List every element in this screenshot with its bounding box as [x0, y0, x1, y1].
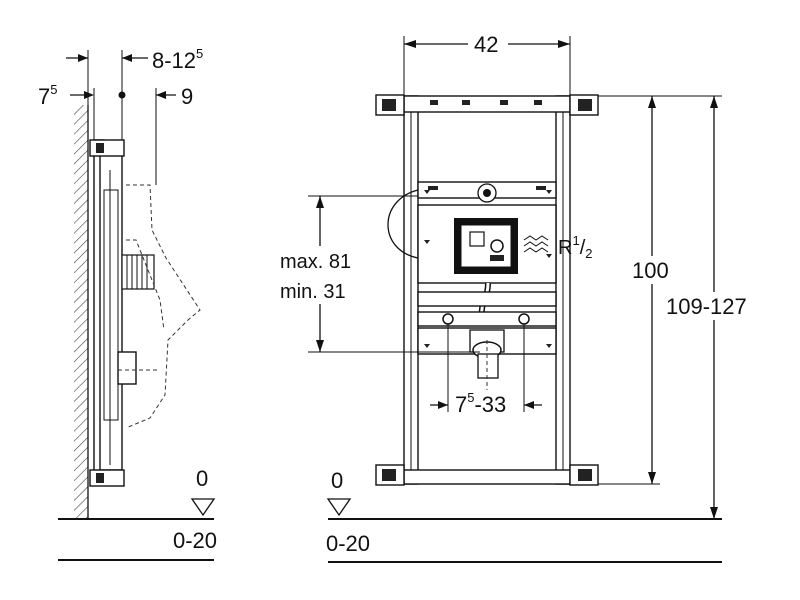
- front-floor-zero: 0: [331, 468, 343, 493]
- arrowhead: [524, 401, 534, 409]
- arrowhead: [438, 401, 448, 409]
- arrowhead: [122, 54, 132, 62]
- dim-depth-range: 8-125: [152, 46, 203, 73]
- top-right-bracket-inner: [578, 99, 592, 111]
- flush-valve-stem: [490, 255, 504, 261]
- side-floor-zero: 0: [196, 466, 208, 491]
- dim-min-label: min. 31: [280, 281, 346, 303]
- arrowhead: [648, 96, 656, 108]
- side-center-point: [118, 91, 126, 99]
- frame-markers: [424, 190, 552, 348]
- side-bottom-bracket: [89, 469, 125, 487]
- arrowhead: [710, 96, 718, 108]
- dim-drain-label-bg: [453, 390, 519, 416]
- front-view: 42 100 109-127 max. 81 min. 31 R1/2: [280, 32, 774, 563]
- dim-connection: R1/2: [558, 233, 592, 261]
- arrowhead: [710, 507, 718, 519]
- drain-bracket: [417, 311, 557, 327]
- arrowhead: [648, 472, 656, 484]
- flush-valve-part: [469, 231, 485, 247]
- top-crossbar: [403, 95, 571, 113]
- dim-front: 9: [181, 84, 193, 109]
- bottom-left-bracket-inner: [382, 469, 396, 481]
- side-top-bracket: [89, 139, 125, 157]
- front-floor-range: 0-20: [326, 531, 370, 556]
- bottom-right-bracket-inner: [578, 469, 592, 481]
- top-crossbar-holes: [430, 100, 542, 105]
- arrowhead: [558, 40, 570, 48]
- arrowhead: [316, 340, 324, 352]
- drain-bolt-right: [518, 313, 530, 325]
- floor-level-triangle-icon: [190, 498, 216, 517]
- bottom-crossbar: [403, 469, 571, 485]
- dim-width: 42: [474, 32, 498, 57]
- dim-max-label: max. 81: [280, 251, 351, 273]
- upper-crossbar-slot-left: [428, 186, 438, 190]
- dim-width-label-bg: [468, 32, 508, 56]
- wall-hatch: [74, 105, 88, 518]
- arrowhead: [404, 40, 416, 48]
- side-bottom-clamp: [96, 473, 104, 483]
- side-floor-range: 0-20: [173, 528, 217, 553]
- dim-height-label-bg: [630, 256, 676, 284]
- arrowhead: [78, 54, 88, 62]
- dim-drain-range: 75-33: [455, 390, 506, 417]
- floor-level-triangle-icon: [326, 498, 352, 517]
- top-left-bracket-inner: [382, 99, 396, 111]
- water-supply-symbol-icon: [523, 235, 549, 253]
- side-top-clamp: [96, 143, 104, 153]
- drain-pipe: [477, 353, 499, 379]
- flush-valve-knob: [490, 239, 504, 253]
- side-frame-inner: [103, 189, 119, 421]
- flush-hose: [387, 189, 419, 259]
- arrowhead: [156, 91, 166, 99]
- arrowhead: [316, 196, 324, 208]
- dim-wall-offset: 75: [38, 82, 57, 109]
- urinal-inner-outline: [126, 239, 165, 331]
- arrowhead: [84, 91, 94, 99]
- upper-crossbar-fitting-core: [483, 189, 491, 197]
- urinal-outline: [125, 184, 201, 429]
- dim-total-height: 109-127: [666, 294, 747, 319]
- drain-bolt-left: [442, 313, 454, 325]
- lower-crossbar: [417, 291, 557, 307]
- dim-height: 100: [632, 258, 669, 283]
- dim-total-height-label-bg: [664, 292, 774, 320]
- side-pipe-thread: [126, 255, 148, 289]
- side-drain-fitting: [117, 351, 137, 385]
- upper-crossbar-slot-right: [536, 186, 546, 190]
- side-view: 75 8-125 9 0 0-20: [38, 46, 217, 561]
